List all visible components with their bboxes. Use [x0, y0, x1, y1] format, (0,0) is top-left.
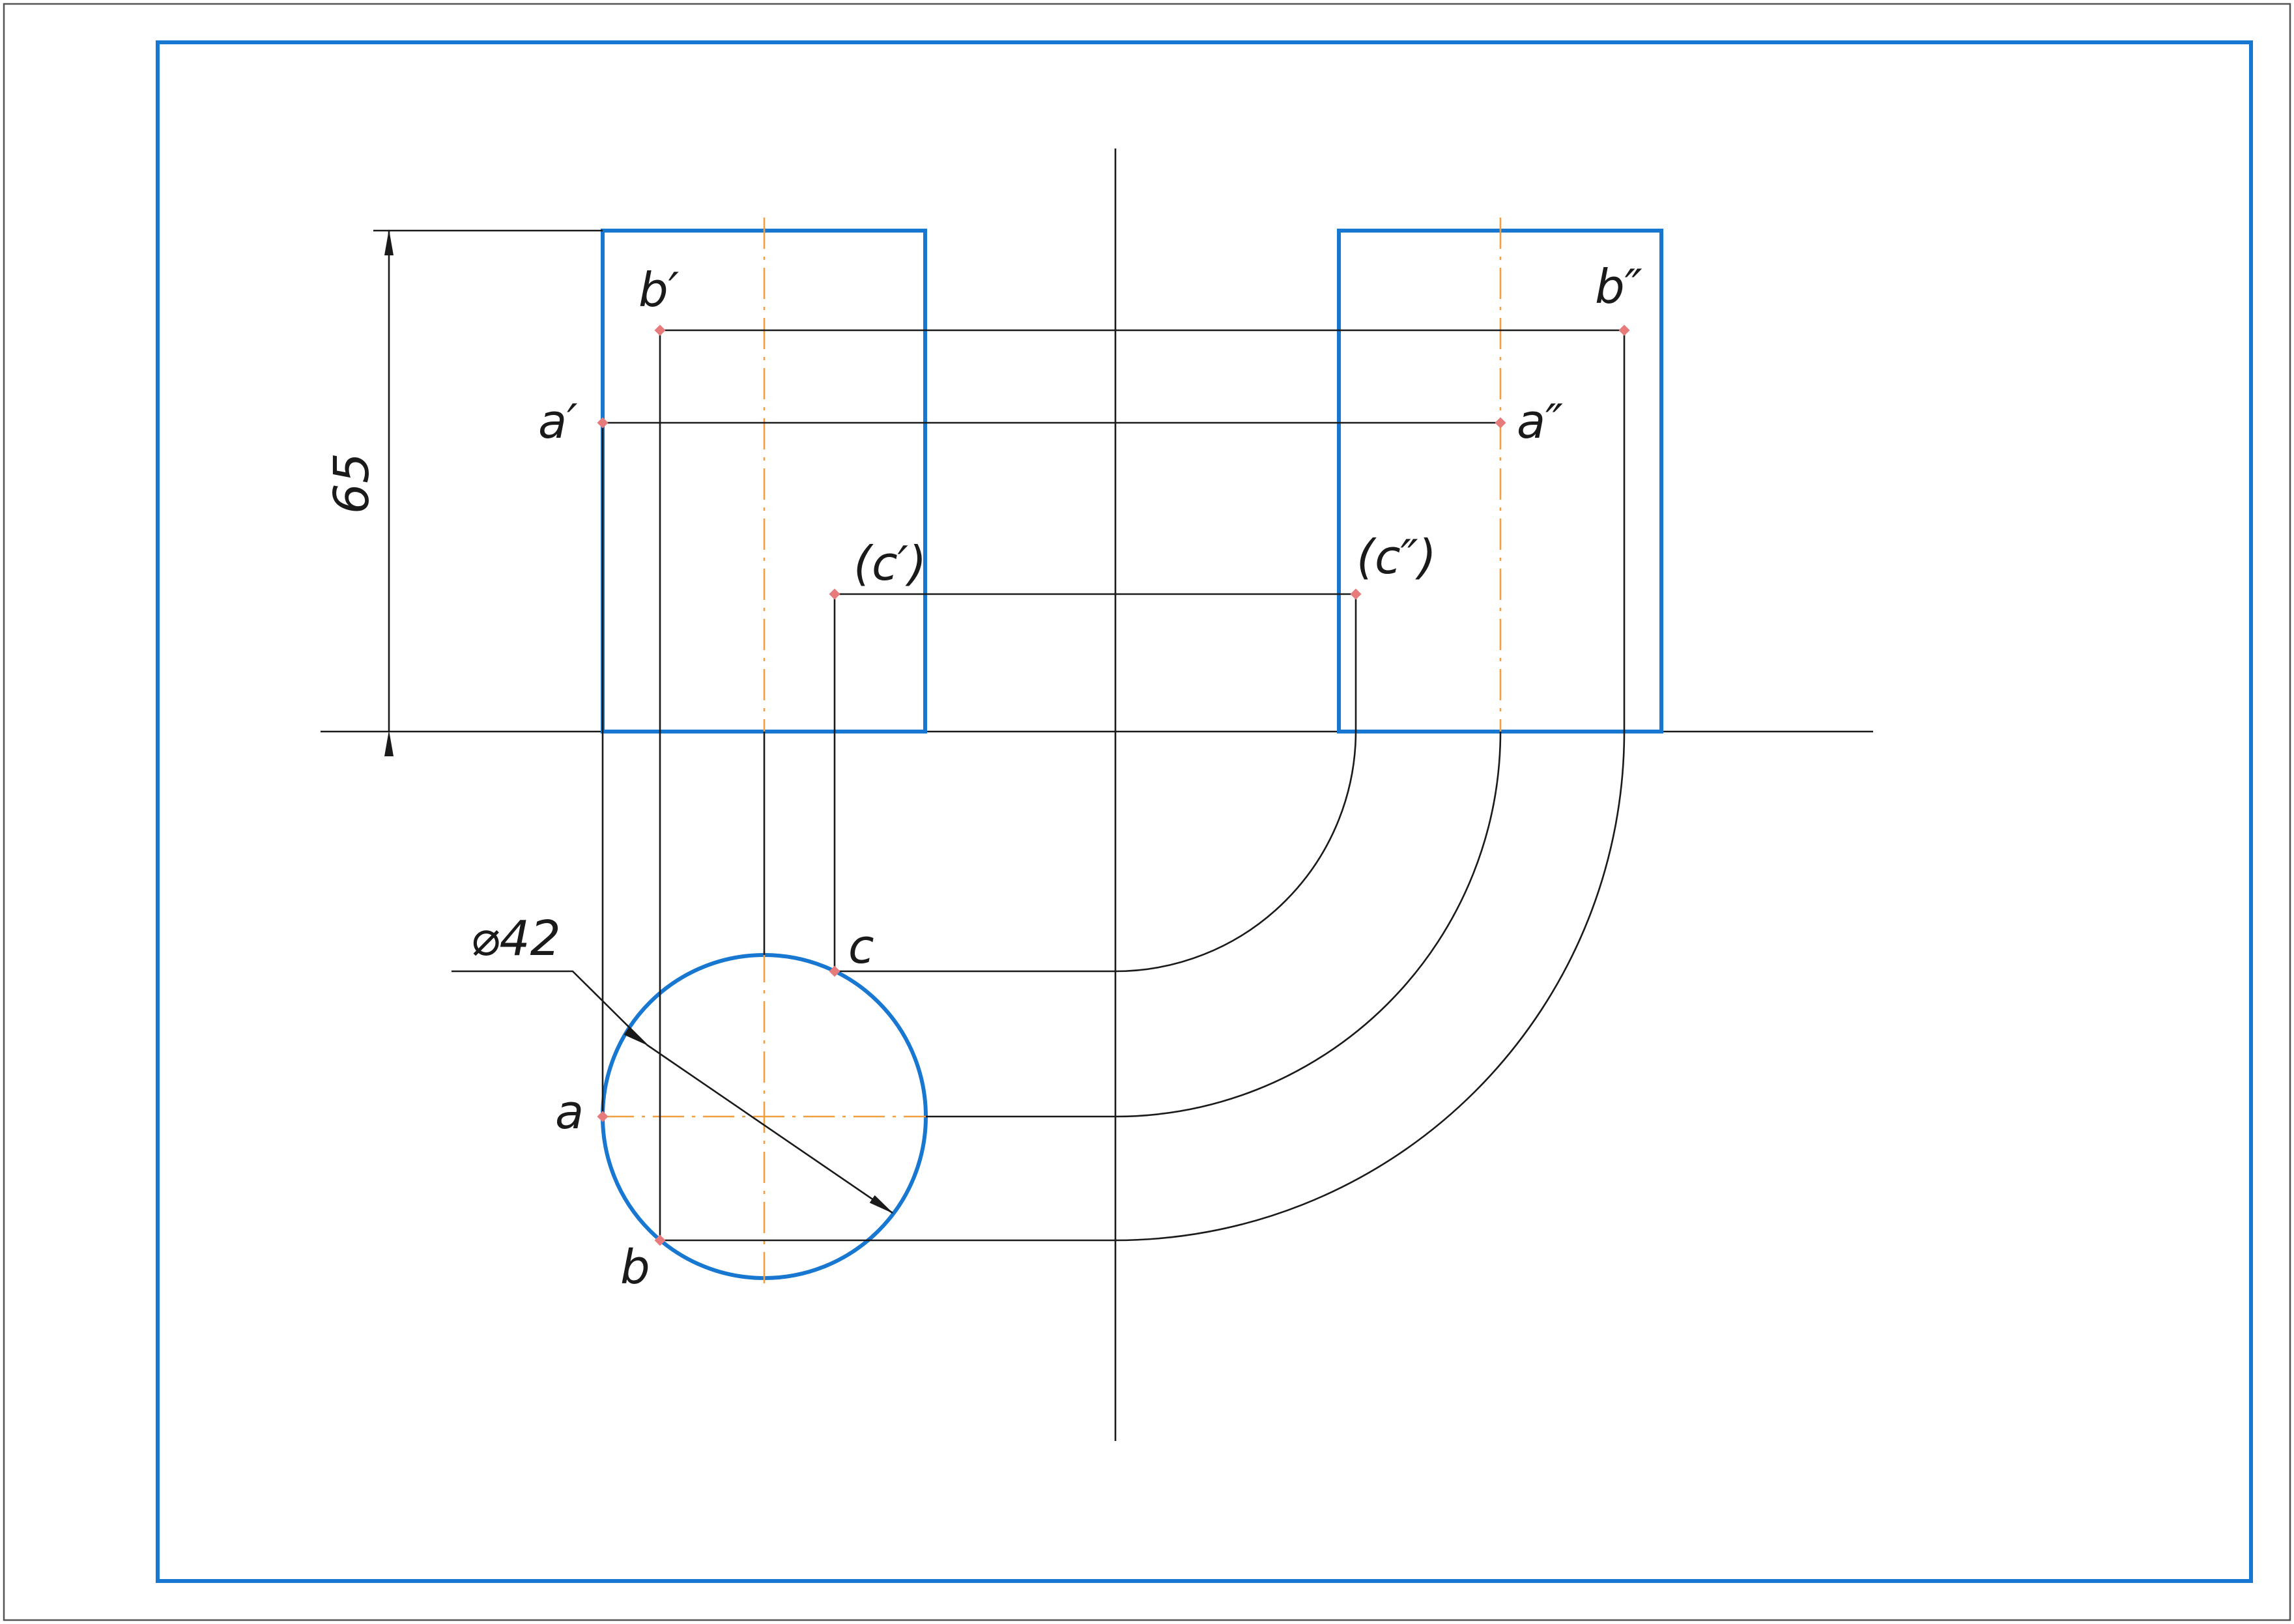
point-b-side [1618, 324, 1630, 336]
label-a-side: a″ [1517, 394, 1563, 449]
label-a-top: a [555, 1085, 584, 1139]
projection-line-a [601, 421, 1500, 1117]
transfer-arc-b [660, 330, 1626, 1242]
projection-points [597, 324, 1630, 1246]
point-c-front [829, 588, 840, 600]
diameter-42-text: ⌀42 [470, 911, 561, 967]
label-b-top: b [620, 1240, 650, 1294]
label-c-front: (c′) [853, 536, 926, 591]
projection-line-c [833, 593, 1356, 971]
point-c-top [829, 965, 840, 977]
transfer-arc-a [926, 731, 1502, 1118]
point-b-top [654, 1234, 666, 1246]
point-a-side [1495, 417, 1506, 429]
diameter-leader [452, 970, 648, 1046]
projection-line-b [659, 329, 1624, 1240]
label-b-front: b′ [638, 263, 679, 317]
label-c-top: c [848, 919, 874, 974]
label-a-front: a′ [538, 394, 577, 449]
sheet-border [3, 3, 2291, 1621]
drawing-frame [156, 40, 2253, 1583]
point-c-side [1350, 588, 1362, 600]
transfer-arc-c [835, 594, 1357, 973]
dimension-65-text: 65 [324, 453, 380, 514]
label-b-side: b″ [1595, 259, 1642, 314]
label-c-side: (c″) [1356, 530, 1437, 584]
point-a-top [597, 1111, 609, 1122]
point-a-front [597, 417, 609, 429]
point-b-front [654, 324, 666, 336]
diameter-dimension-line [624, 1027, 894, 1214]
